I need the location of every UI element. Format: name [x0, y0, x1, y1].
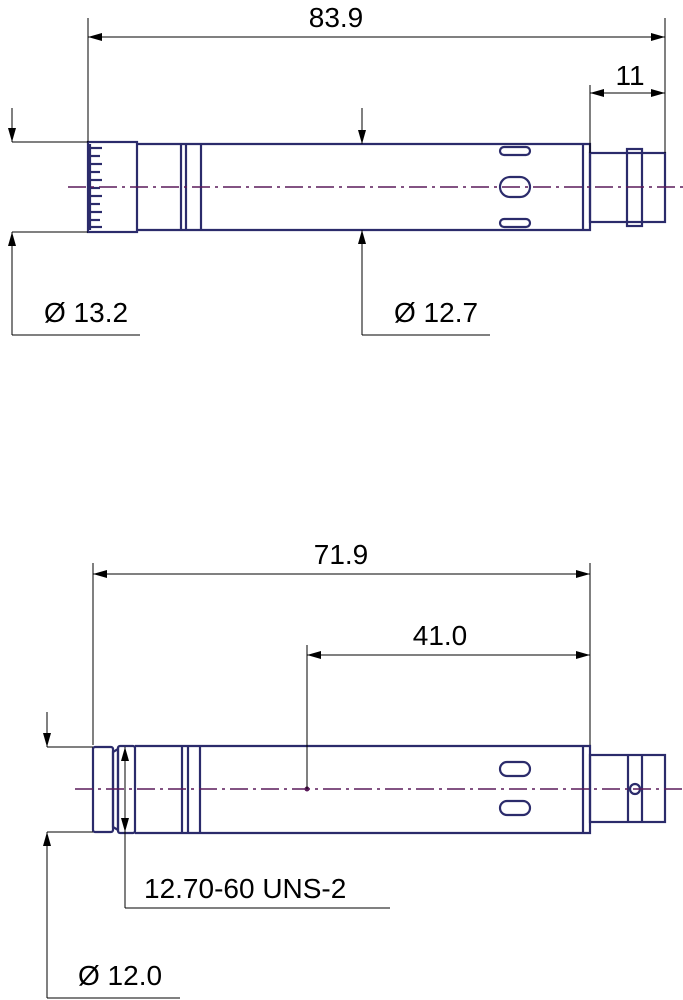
dimension-thread: 12.70-60 UNS-2 [121, 747, 390, 909]
dimension-body-diameter-top: Ø 12.7 [358, 108, 490, 336]
svg-text:83.9: 83.9 [309, 2, 364, 33]
bottom-view: 71.9 41.0 12.70-60 UNS-2 Ø 12.0 [43, 539, 683, 999]
dimension-connector-length: 11 [589, 60, 665, 153]
dimension-center-distance: 41.0 [306, 620, 590, 789]
dimension-overall-length-top: 83.9 [87, 2, 666, 153]
svg-text:Ø 13.2: Ø 13.2 [44, 297, 128, 328]
top-view: 83.9 11 Ø 13.2 Ø 12.7 [7, 2, 683, 336]
svg-text:41.0: 41.0 [413, 620, 468, 651]
svg-text:Ø 12.7: Ø 12.7 [394, 297, 478, 328]
svg-text:71.9: 71.9 [314, 539, 369, 570]
dimension-head-diameter-bottom: Ø 12.0 [43, 712, 180, 999]
svg-text:Ø 12.0: Ø 12.0 [78, 960, 162, 991]
svg-text:11: 11 [615, 60, 644, 91]
dimension-overall-length-bottom: 71.9 [92, 539, 591, 745]
dimension-head-diameter-top: Ø 13.2 [7, 108, 140, 336]
svg-text:12.70-60 UNS-2: 12.70-60 UNS-2 [144, 873, 346, 904]
